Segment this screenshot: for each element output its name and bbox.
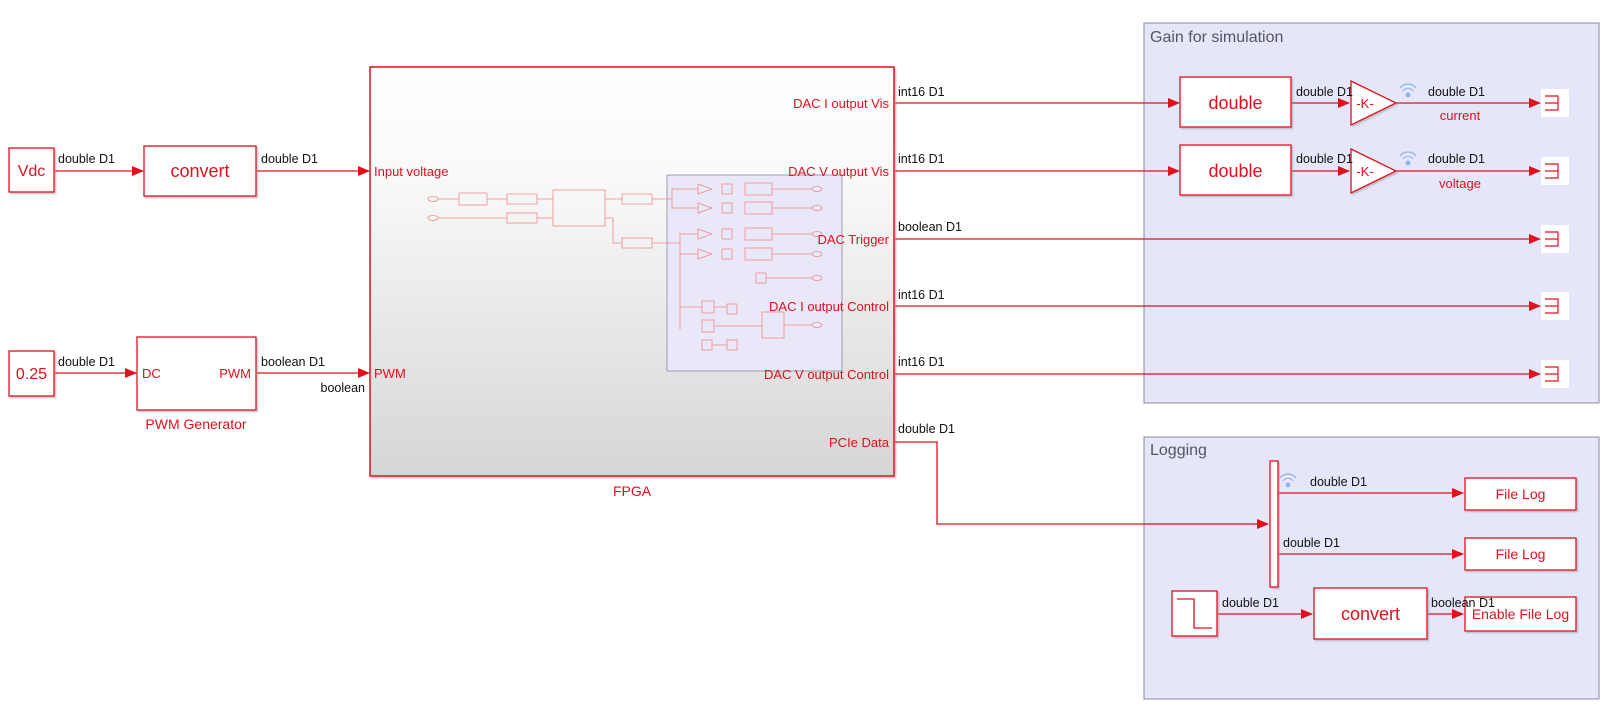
signal-label-convert-top: double D1 [261,152,318,166]
fpga-name: FPGA [613,483,652,499]
double-block-1[interactable]: double [1179,76,1292,128]
step-block[interactable] [1171,590,1218,637]
signal-label-pwm: boolean D1 [261,355,325,369]
terminator-1[interactable] [1541,89,1569,117]
gain-2-value: -K- [1356,164,1373,179]
line-out6-demux[interactable] [895,441,1269,529]
gain-1-name: current [1440,108,1481,123]
signal-label-demux2: double D1 [1283,536,1340,550]
terminator-2[interactable] [1541,157,1569,185]
signal-label-const: double D1 [58,355,115,369]
signal-label-double2: double D1 [1296,152,1353,166]
constant-value: 0.25 [16,366,47,383]
signal-label-vdc: double D1 [58,152,115,166]
convert-top-label: convert [170,161,229,181]
terminator-5[interactable] [1541,360,1569,388]
fpga-port-dac-v-vis: DAC V output Vis [788,164,889,179]
vdc-label: Vdc [18,163,46,180]
fpga-port-pcie-data: PCIe Data [829,435,890,450]
signal-label-double1: double D1 [1296,85,1353,99]
pwm-generator-out-port: PWM [219,366,251,381]
fpga-port-dac-i-control: DAC I output Control [769,299,889,314]
fpga-port-input-voltage: Input voltage [374,164,448,179]
pwm-generator-in-port: DC [142,366,161,381]
test-point-icon-2 [1399,151,1417,166]
signal-label-out6: double D1 [898,422,955,436]
test-point-icon-3 [1279,473,1297,488]
signal-label-out5: int16 D1 [898,355,945,369]
double-1-label: double [1208,93,1262,113]
fpga-subsystem[interactable]: FPGA [369,66,895,499]
signal-label-out3: boolean D1 [898,220,962,234]
file-log-block-2[interactable]: File Log [1464,537,1577,571]
gain-1-value: -K- [1356,96,1373,111]
area-title-logging: Logging [1150,442,1207,459]
signal-label-gain1: double D1 [1428,85,1485,99]
file-log-block-1[interactable]: File Log [1464,477,1577,511]
enable-file-log-block[interactable]: Enable File Log [1464,596,1577,632]
signal-label-convert-bottom: boolean D1 [1431,596,1495,610]
demux-block[interactable] [1269,460,1279,588]
terminator-4[interactable] [1541,292,1569,320]
enable-file-log-label: Enable File Log [1472,606,1569,622]
terminator-3[interactable] [1541,225,1569,253]
convert-bottom-label: convert [1341,604,1400,624]
fpga-content-preview [427,174,843,372]
signal-label-pwm-type: boolean [321,381,366,395]
convert-block-top[interactable]: convert [143,145,257,197]
signal-label-out2: int16 D1 [898,152,945,166]
step-icon [1177,598,1212,629]
convert-block-bottom[interactable]: convert [1313,587,1428,640]
pwm-generator-block[interactable]: DC PWM PWM Generator [136,336,257,432]
double-block-2[interactable]: double [1179,144,1292,196]
pwm-generator-name: PWM Generator [145,416,246,432]
signal-label-out4: int16 D1 [898,288,945,302]
signal-label-out1: int16 D1 [898,85,945,99]
gain-block-voltage[interactable]: -K- voltage [1350,147,1481,195]
signal-label-step: double D1 [1222,596,1279,610]
test-point-icon-1 [1399,83,1417,98]
constant-block[interactable]: 0.25 [8,350,55,397]
fpga-port-dac-i-vis: DAC I output Vis [793,96,889,111]
signal-lines [55,98,1541,619]
double-2-label: double [1208,161,1262,181]
gain-block-current[interactable]: -K- current [1350,79,1481,127]
gain-2-name: voltage [1439,176,1481,191]
area-title-gain: Gain for simulation [1150,29,1283,46]
signal-label-gain2: double D1 [1428,152,1485,166]
signal-label-demux1: double D1 [1310,475,1367,489]
fpga-port-dac-v-control: DAC V output Control [764,367,889,382]
fpga-port-dac-trigger: DAC Trigger [817,232,889,247]
fpga-port-pwm: PWM [374,366,406,381]
file-log-1-label: File Log [1496,486,1546,502]
vdc-block[interactable]: Vdc [8,147,55,193]
file-log-2-label: File Log [1496,546,1546,562]
signal-labels: double D1 double D1 double D1 boolean D1… [58,85,1495,610]
